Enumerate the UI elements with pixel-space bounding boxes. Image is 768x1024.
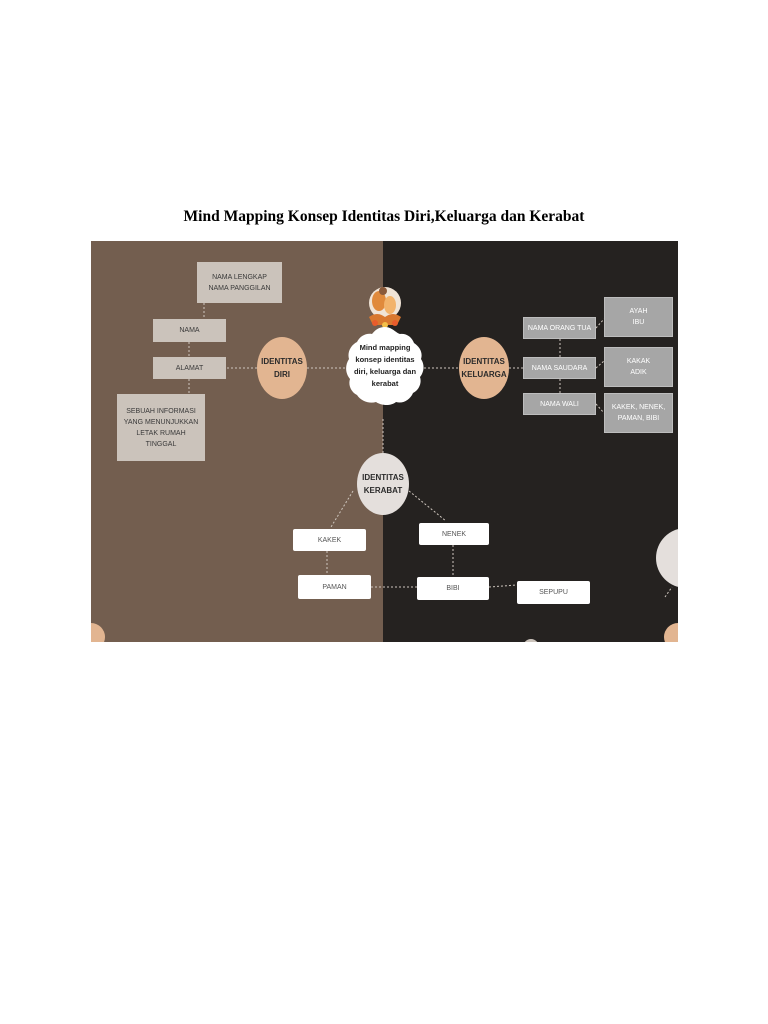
nama-box: NAMA	[153, 319, 226, 342]
nama-wali-box: NAMA WALI	[523, 393, 596, 415]
nama-lengkap-box: NAMA LENGKAP NAMA PANGGILAN	[197, 262, 282, 303]
orang-tua-detail-box: AYAH IBU	[604, 297, 673, 337]
center-cloud-shape	[346, 327, 424, 405]
nama-orang-tua-box: NAMA ORANG TUA	[523, 317, 596, 339]
mind-map: NAMA LENGKAP NAMA PANGGILAN NAMA ALAMAT …	[91, 241, 678, 642]
decorative-circle	[656, 528, 678, 588]
page-title: Mind Mapping Konsep Identitas Diri,Kelua…	[183, 208, 585, 225]
nama-saudara-box: NAMA SAUDARA	[523, 357, 596, 379]
wali-detail-box: KAKEK, NENEK, PAMAN, BIBI	[604, 393, 673, 433]
saudara-detail-box: KAKAK ADIK	[604, 347, 673, 387]
illustration-icon	[357, 281, 413, 337]
paman-box: PAMAN	[298, 575, 371, 599]
center-node: Mind mapping konsep identitas diri, kelu…	[353, 343, 417, 388]
alamat-box: ALAMAT	[153, 357, 226, 379]
kakek-box: KAKEK	[293, 529, 366, 551]
decorative-circle	[91, 623, 105, 642]
identitas-diri-node: IDENTITAS DIRI	[257, 337, 307, 399]
nenek-box: NENEK	[419, 523, 489, 545]
bibi-box: BIBI	[417, 577, 489, 600]
decorative-circle	[523, 639, 539, 642]
decorative-circle	[664, 623, 678, 642]
connector-lines	[188, 303, 673, 598]
identitas-kerabat-node: IDENTITAS KERABAT	[357, 453, 409, 515]
identitas-keluarga-node: IDENTITAS KELUARGA	[459, 337, 509, 399]
sepupu-box: SEPUPU	[517, 581, 590, 604]
alamat-description-box: SEBUAH INFORMASI YANG MENUNJUKKAN LETAK …	[117, 394, 205, 461]
